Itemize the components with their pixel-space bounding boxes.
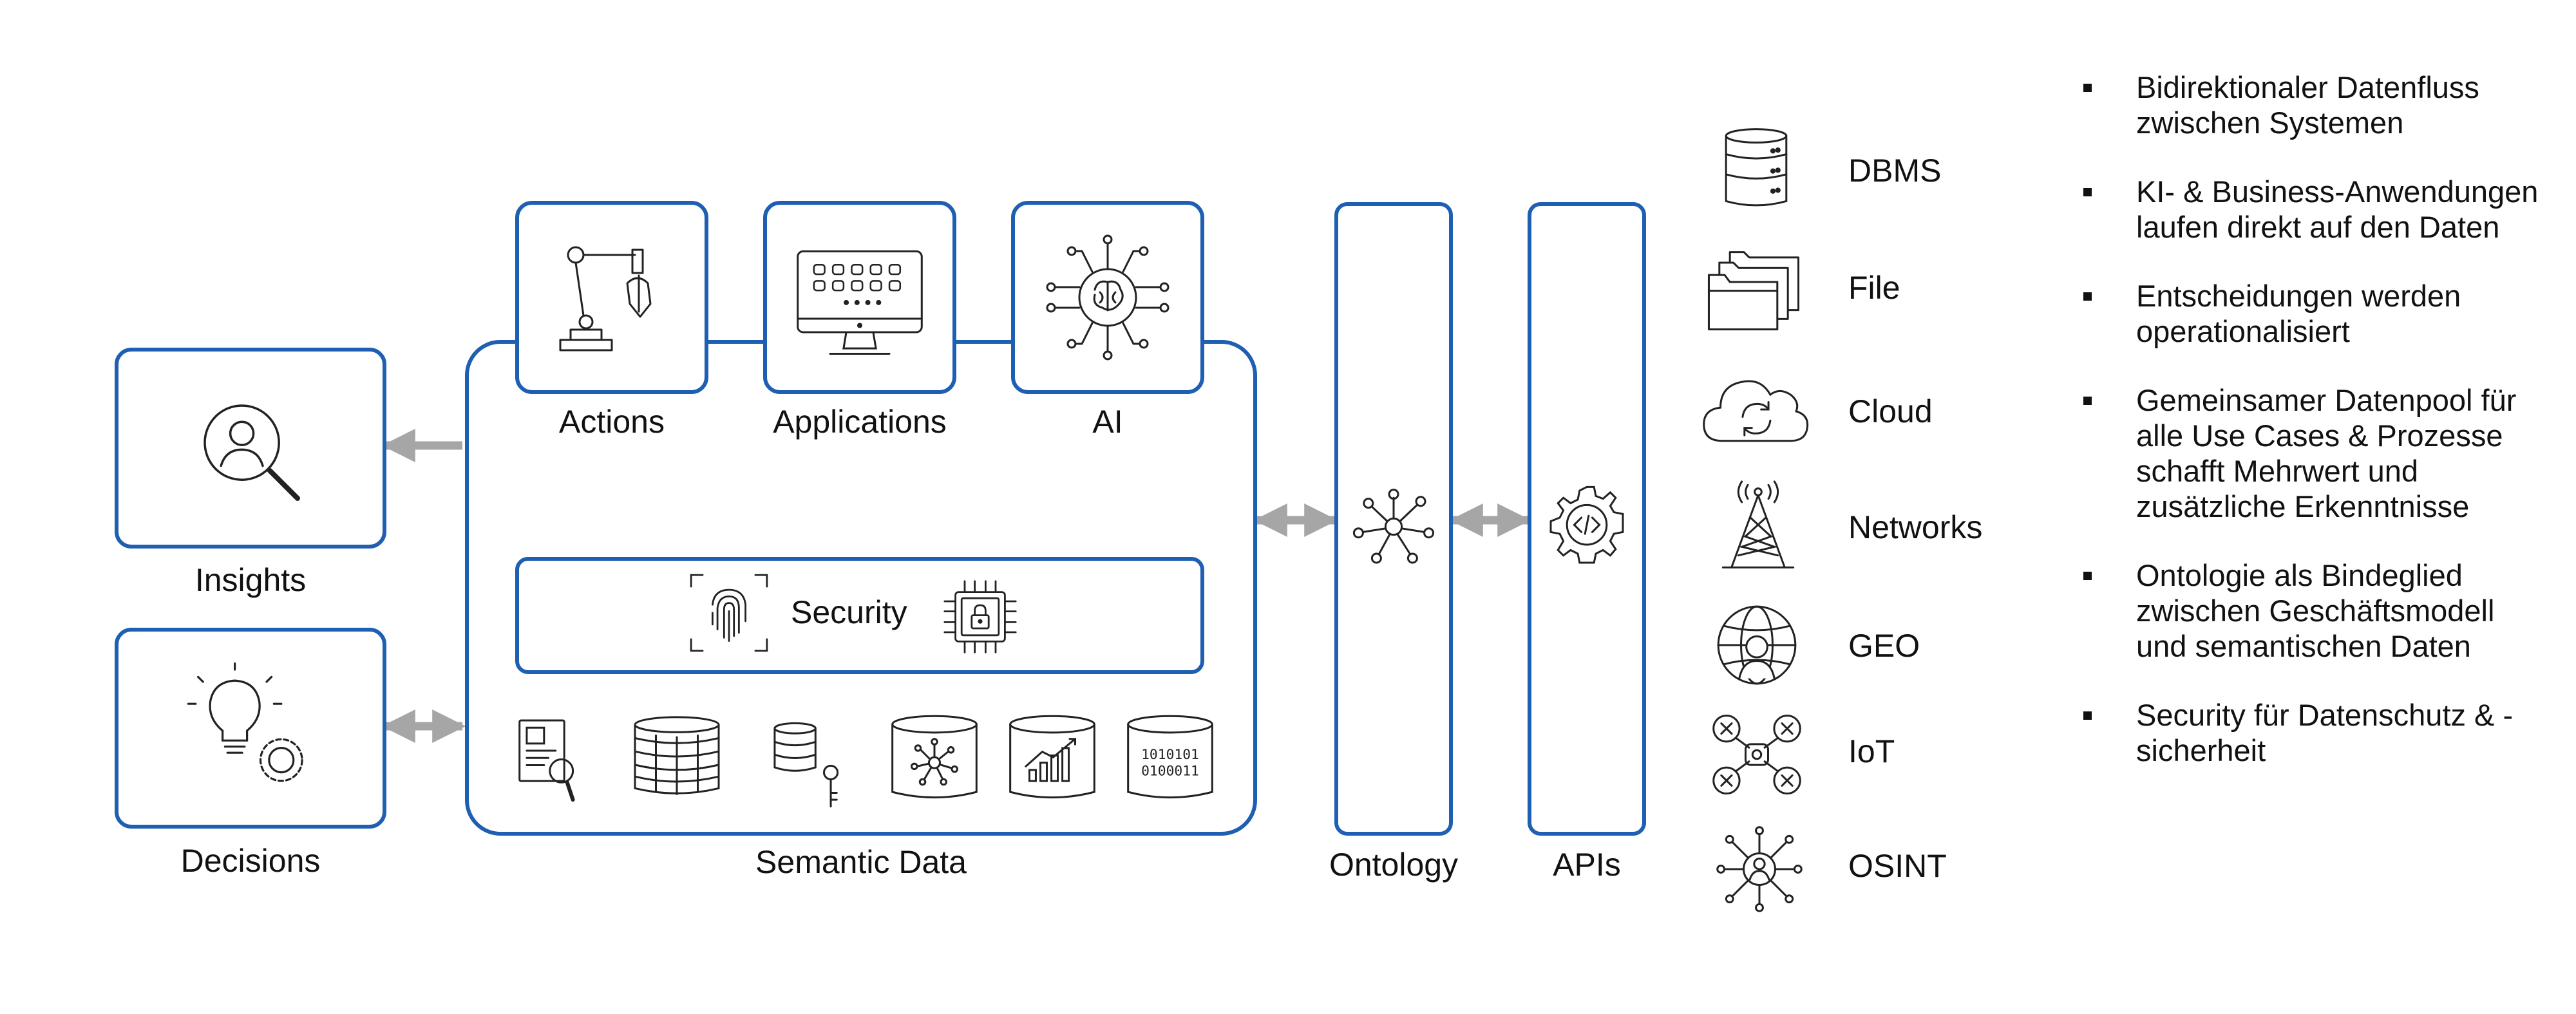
security-label: Security (791, 594, 907, 630)
bullet-item: Entscheidungen werden operationalisiert (2083, 278, 2547, 349)
brain-network-icon (1043, 233, 1172, 362)
globe-person-icon (1713, 601, 1801, 689)
fingerprint-icon (688, 572, 770, 654)
cloud-sync-icon (1700, 367, 1811, 446)
robot-arm-icon (547, 232, 676, 361)
antenna-tower-icon (1719, 482, 1797, 572)
server-icon (1714, 127, 1798, 211)
bullet-text: Gemeinsamer Datenpool für alle Use Cases… (2136, 383, 2517, 523)
bullet-text: Ontologie als Bindeglied zwischen Geschä… (2136, 558, 2495, 663)
insights-box (115, 348, 386, 549)
database-key-icon (770, 720, 855, 810)
bullet-item: Security für Datenschutz & -sicherheit (2083, 697, 2547, 768)
monitor-keyboard-icon (792, 246, 927, 362)
bullet-text: Bidirektionaler Datenfluss zwischen Syst… (2136, 70, 2479, 140)
document-search-icon (515, 716, 587, 803)
drone-icon (1709, 711, 1804, 798)
source-label-geo: GEO (1848, 628, 1920, 664)
source-label-file: File (1848, 270, 1900, 306)
security-bar[interactable] (515, 557, 1204, 674)
binary-line-1: 1010101 (1141, 747, 1199, 763)
network-hub-icon (1349, 482, 1439, 572)
database-network-icon (884, 713, 985, 805)
bullet-text: Entscheidungen werden operationalisiert (2136, 279, 2461, 348)
bullet-item: Bidirektionaler Datenfluss zwischen Syst… (2083, 70, 2547, 140)
person-search-icon (193, 394, 309, 510)
benefits-list: Bidirektionaler Datenfluss zwischen Syst… (2083, 70, 2547, 802)
bullet-text: KI- & Business-Anwendungen laufen direkt… (2136, 174, 2539, 244)
apis-label: APIs (1553, 847, 1621, 883)
source-label-iot: IoT (1848, 733, 1895, 769)
semantic-data-label: Semantic Data (755, 844, 967, 880)
ai-label: AI (1092, 404, 1123, 440)
decisions-label: Decisions (180, 843, 321, 879)
database-chart-icon (1001, 713, 1103, 805)
source-label-cloud: Cloud (1848, 393, 1933, 429)
database-binary-icon: 1010101 0100011 (1119, 713, 1221, 805)
apis-column[interactable] (1528, 202, 1646, 836)
actions-tile[interactable] (515, 201, 708, 394)
bullet-item: Gemeinsamer Datenpool für alle Use Cases… (2083, 382, 2547, 524)
actions-label: Actions (559, 404, 665, 440)
bullet-text: Security für Datenschutz & -sicherheit (2136, 698, 2514, 767)
source-label-osint: OSINT (1848, 848, 1947, 884)
binary-line-2: 0100011 (1141, 764, 1199, 780)
insights-label: Insights (194, 562, 307, 598)
chip-lock-icon (942, 578, 1019, 655)
source-label-dbms: DBMS (1848, 153, 1942, 189)
person-network-icon (1716, 825, 1803, 913)
ontology-label: Ontology (1329, 847, 1459, 883)
bullet-item: KI- & Business-Anwendungen laufen direkt… (2083, 174, 2547, 245)
code-gear-icon (1542, 482, 1632, 572)
database-stack-icon (622, 715, 732, 798)
folders-icon (1705, 249, 1802, 332)
applications-label: Applications (773, 404, 947, 440)
applications-tile[interactable] (763, 201, 956, 394)
lightbulb-gear-icon (193, 670, 316, 792)
bullet-item: Ontologie als Bindeglied zwischen Geschä… (2083, 558, 2547, 664)
source-label-networks: Networks (1848, 509, 1983, 545)
